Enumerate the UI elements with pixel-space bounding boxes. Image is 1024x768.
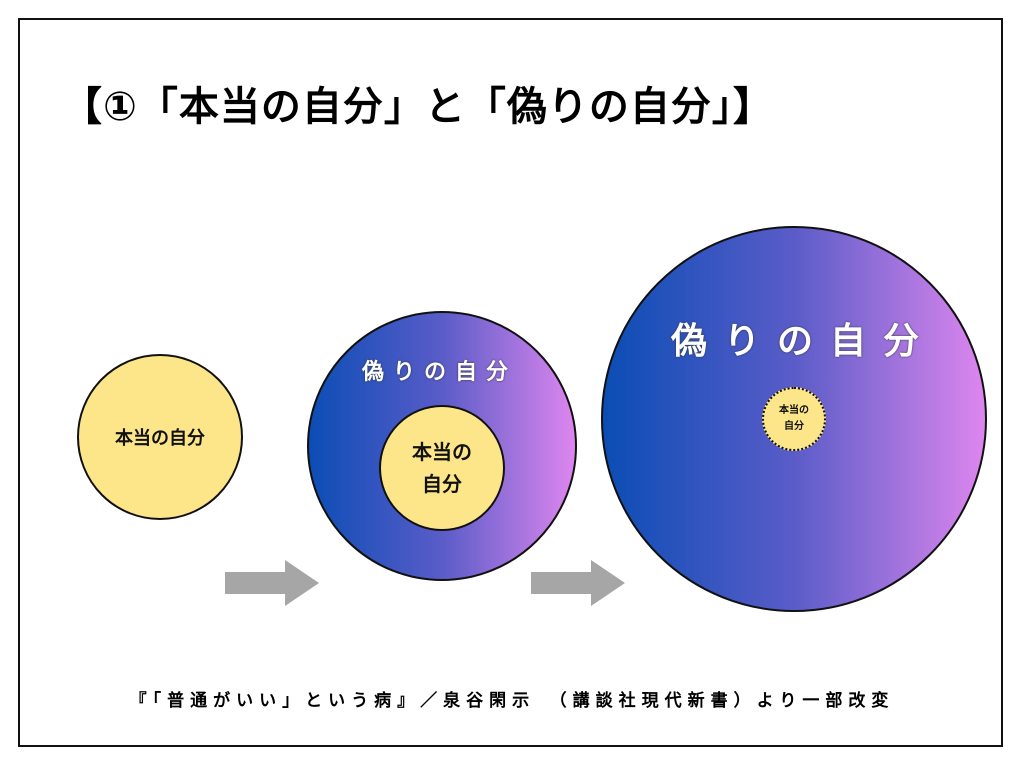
slide-title: 【①「本当の自分」と「偽りの自分」】 [62,84,774,130]
false-self-label: 偽りの自分 [671,321,937,362]
true-self-circle-stage2: 本当の 自分 [379,405,505,531]
true-self-label-line1: 本当の [779,405,809,416]
true-self-label-line2: 自分 [784,421,804,432]
true-self-label-line1: 本当の [412,440,472,464]
source-citation: 『「普通がいい」という病』／泉谷閑示 （講談社現代新書）より一部改変 [129,691,895,711]
arrow-right-icon [531,560,625,606]
false-self-circle-stage2 [307,311,577,581]
true-self-circle-stage3: 本当の 自分 [762,387,826,451]
true-self-circle-stage1: 本当の自分 [77,354,243,520]
true-self-label-line2: 自分 [422,472,462,496]
slide-frame [18,18,1003,747]
true-self-label: 本当の自分 [115,428,205,449]
arrow-right-icon [225,560,319,606]
false-self-label: 偽りの自分 [362,360,518,385]
